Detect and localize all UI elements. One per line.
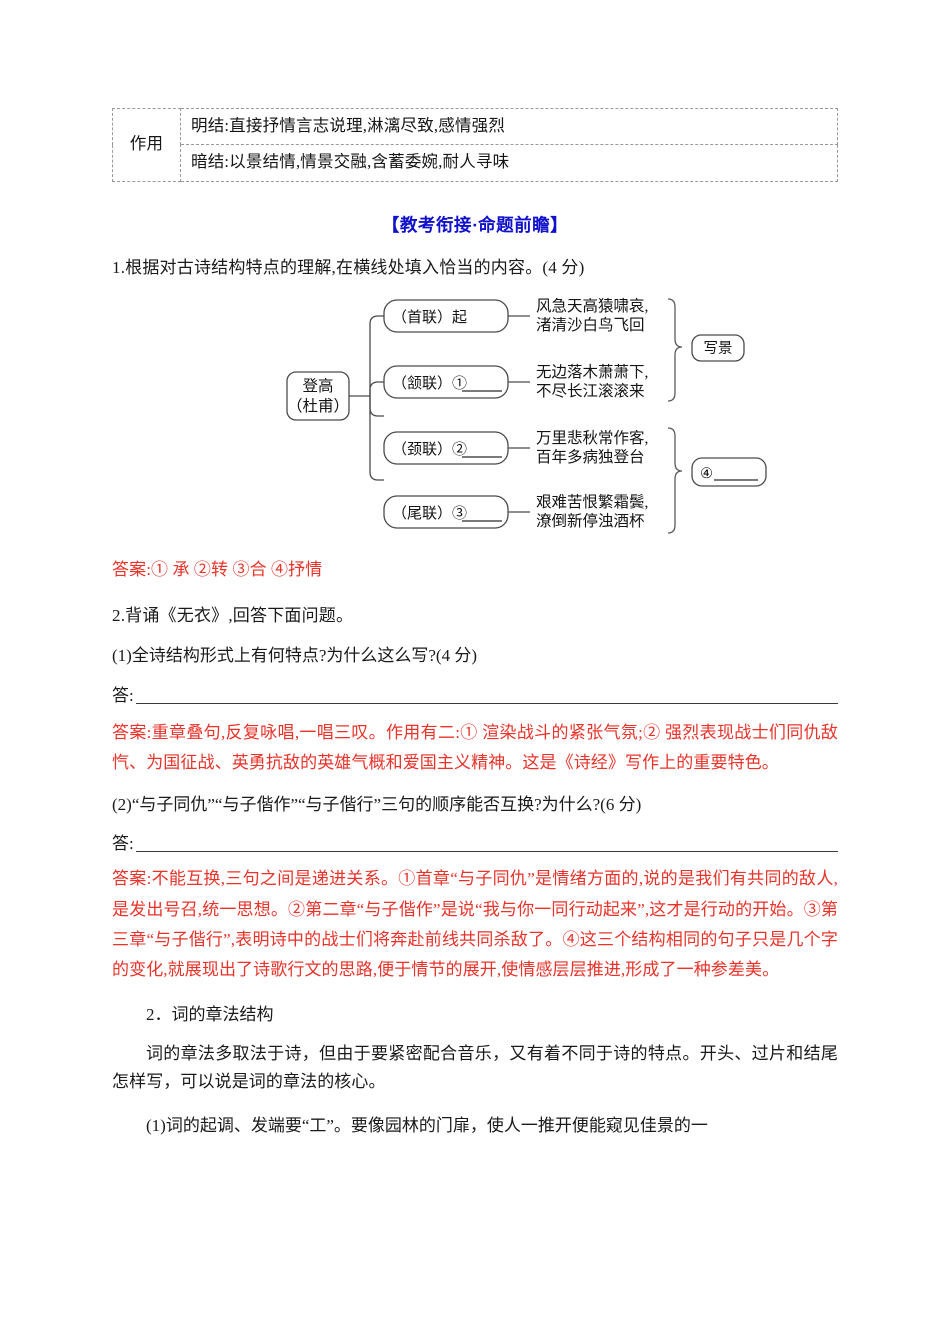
answer-rule-1[interactable] bbox=[135, 702, 838, 704]
section2-heading: 2．词的章法结构 bbox=[146, 1005, 274, 1025]
diagram-verse-2-line1: 万里悲秋常作客, bbox=[536, 429, 648, 447]
question2-part1-prompt: (1)全诗结构形式上有何特点?为什么这么写?(4 分) bbox=[112, 646, 477, 666]
answer-rule-2[interactable] bbox=[135, 851, 838, 853]
function-table-cell-an: 暗结:以景结情,情景交融,含蓄委婉,耐人寻味 bbox=[180, 144, 838, 182]
diagram-verse-3-line1: 艰难苦恨繁霜鬓, bbox=[536, 492, 648, 511]
answer-blank-2[interactable]: 答: bbox=[112, 832, 838, 856]
page-content: 作用 明结:直接抒情言志说理,淋漓尽致,感情强烈 暗结:以景结情,情景交融,含蓄… bbox=[112, 0, 838, 1139]
diagram-verse-3-line2: 潦倒新停浊酒杯 bbox=[536, 512, 645, 530]
diagram-verse-1-line1: 无边落木萧萧下, bbox=[536, 363, 648, 381]
diagram-group-label-1: ④ bbox=[700, 466, 713, 482]
section-heading: 【教考衔接·命题前瞻】 bbox=[381, 214, 569, 235]
answer-label-2: 答: bbox=[112, 834, 134, 854]
section2-item1: (1)词的起调、发端要“工”。要像园林的门扉，使人一推开便能窥见佳景的一 bbox=[146, 1115, 708, 1135]
dengao-structure-diagram: .nodebox { fill:#ffffff; stroke:#4a4a4a;… bbox=[112, 297, 838, 545]
table-row: 作用 明结:直接抒情言志说理,淋漓尽致,感情强烈 bbox=[112, 107, 838, 182]
question2-part2-answer: 答案:不能互换,三句之间是递进关系。①首章“与子同仇”是情绪方面的,说的是我们有… bbox=[112, 869, 838, 979]
section2-paragraph: 词的章法多取法于诗，但由于要紧密配合音乐，又有着不同于诗的特点。开头、过片和结尾… bbox=[112, 1044, 838, 1091]
function-table-label: 作用 bbox=[112, 108, 181, 182]
question2-part1-answer: 答案:重章叠句,反复咏唱,一唱三叹。作用有二:① 渲染战斗的紧张气氛;② 强烈表… bbox=[112, 722, 838, 772]
diagram-verse-0-line2: 渚清沙白鸟飞回 bbox=[536, 316, 645, 334]
diagram-verse-1-line2: 不尽长江滚滚来 bbox=[536, 382, 645, 400]
diagram-node-label-1: （颔联）① bbox=[392, 375, 467, 392]
diagram-root-line2: （杜甫） bbox=[287, 397, 349, 415]
diagram-root-line1: 登高 bbox=[302, 377, 333, 395]
question2-part2-prompt: (2)“与子同仇”“与子偕作”“与子偕行”三句的顺序能否互换?为什么?(6 分) bbox=[112, 795, 642, 815]
diagram-node-label-2: （颈联）② bbox=[392, 441, 467, 458]
diagram-group-label-0: 写景 bbox=[704, 341, 733, 357]
question1-stem: 1.根据对古诗结构特点的理解,在横线处填入恰当的内容。(4 分) bbox=[112, 257, 585, 277]
table-row: 暗结:以景结情,情景交融,含蓄委婉,耐人寻味 bbox=[113, 144, 838, 182]
diagram-verse-0-line1: 风急天高猿啸哀, bbox=[536, 297, 648, 315]
function-table: 作用 明结:直接抒情言志说理,淋漓尽致,感情强烈 暗结:以景结情,情景交融,含蓄… bbox=[112, 107, 838, 182]
question2-stem: 2.背诵《无衣》,回答下面问题。 bbox=[112, 606, 354, 626]
diagram-node-label-0: （首联）起 bbox=[392, 309, 467, 326]
diagram-node-label-3: （尾联）③ bbox=[392, 505, 467, 522]
answer-blank-1[interactable]: 答: bbox=[112, 684, 838, 708]
answer-label-1: 答: bbox=[112, 685, 134, 705]
function-table-cell-ming: 明结:直接抒情言志说理,淋漓尽致,感情强烈 bbox=[180, 107, 838, 146]
question1-answer: 答案:① 承 ②转 ③合 ④抒情 bbox=[112, 559, 323, 579]
diagram-verse-2-line2: 百年多病独登台 bbox=[536, 448, 645, 466]
